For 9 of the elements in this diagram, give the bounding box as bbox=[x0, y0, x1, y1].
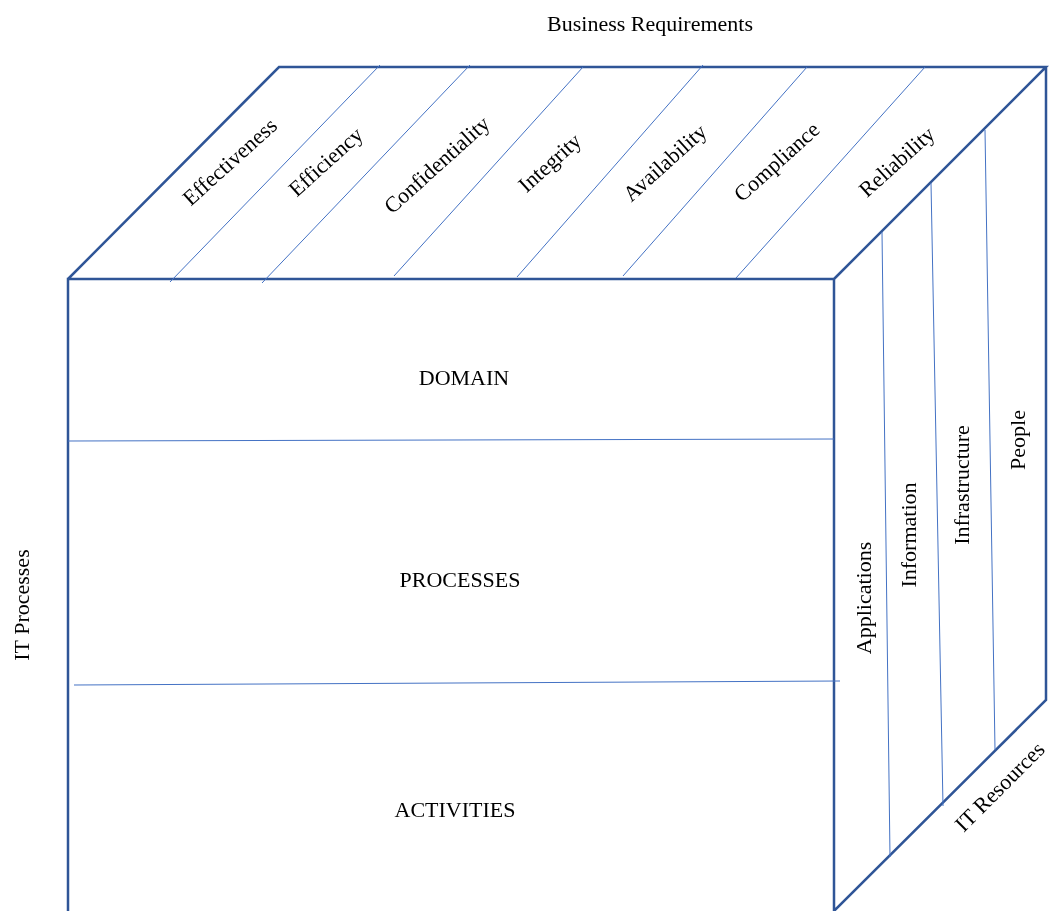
axis-label: IT Processes bbox=[9, 549, 35, 661]
resource-label: Applications bbox=[851, 541, 877, 655]
resource-label: Information bbox=[896, 482, 922, 588]
resource-label: Infrastructure bbox=[949, 425, 975, 545]
band-label: PROCESSES bbox=[399, 567, 521, 593]
band-label: DOMAIN bbox=[418, 365, 510, 391]
band-label: ACTIVITIES bbox=[394, 797, 516, 823]
resource-label: People bbox=[1005, 410, 1031, 470]
axis-label: Business Requirements bbox=[547, 11, 753, 37]
